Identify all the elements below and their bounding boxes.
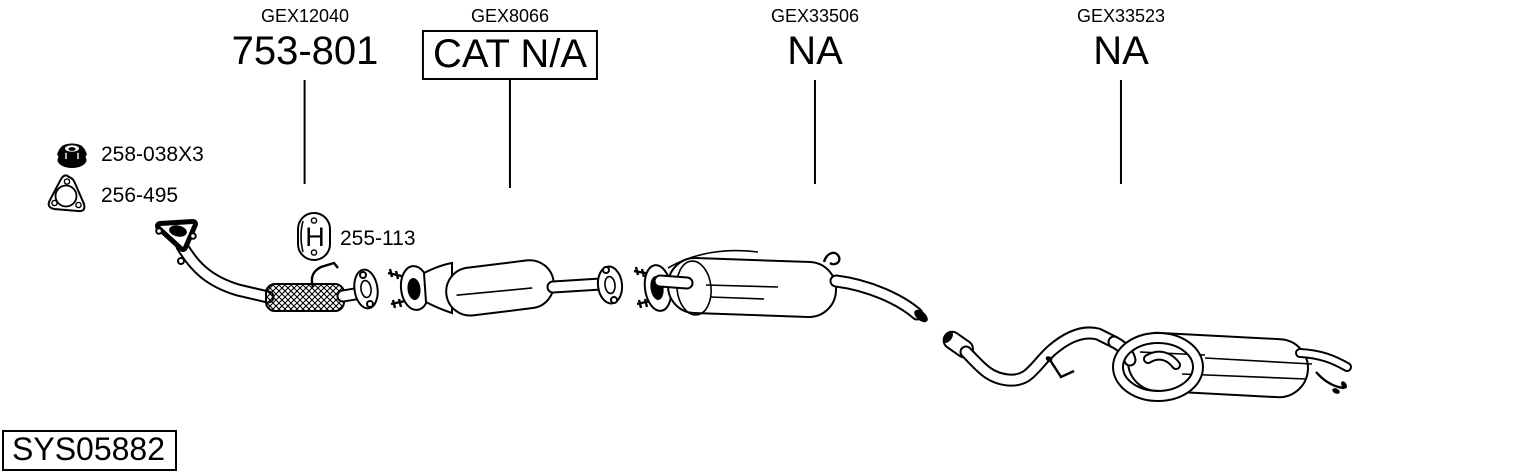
rear-muffler-inlet-ring: [1112, 332, 1204, 402]
column-gex8066: GEX8066 CAT N/A: [421, 5, 599, 188]
rear-hanger-pin: [1048, 359, 1075, 379]
part-number-label[interactable]: NA: [787, 29, 843, 73]
legend-item-gasket: 256-495: [46, 174, 178, 218]
outlet-pipe-tip: [914, 309, 928, 323]
flange-nut-icon: [57, 143, 87, 168]
hanger-bracket: [310, 261, 339, 288]
leader-line: [303, 80, 306, 184]
clamp-icon-letter: H: [305, 222, 325, 252]
leader-line: [813, 80, 816, 184]
part-number-label[interactable]: NA: [1093, 29, 1149, 73]
leader-line: [508, 80, 511, 188]
front-pipe: [155, 219, 275, 304]
gasket-icon: [47, 174, 86, 213]
flex-section: [265, 283, 368, 312]
column-gex33506: GEX33506 NA: [771, 5, 859, 184]
bolt-hole: [602, 266, 610, 274]
bolt-hole: [610, 296, 618, 304]
column-gex33523: GEX33523 NA: [1077, 5, 1165, 184]
system-code-label: SYS05882: [12, 431, 166, 467]
rear-pipe: [942, 326, 1121, 387]
part-number-label[interactable]: 753-801: [231, 29, 379, 73]
clamp-part-number[interactable]: 255-113: [340, 227, 416, 250]
part-ref-label: GEX12040: [260, 6, 350, 26]
middle-muffler: [633, 249, 928, 323]
part-ref-label: GEX8066: [470, 6, 550, 26]
front-flange-bolt-hole: [189, 232, 197, 240]
part-ref-label: GEX33523: [1076, 6, 1166, 26]
bolt-hole: [359, 271, 367, 279]
tailpipe-hanger: [1315, 371, 1345, 390]
system-code-box[interactable]: SYS05882: [2, 430, 178, 471]
column-gex12040: GEX12040 753-801: [231, 5, 379, 184]
part-ref-label: GEX33506: [770, 6, 860, 26]
clamp-icon: H: [297, 212, 331, 261]
legend-part-number[interactable]: 258-038X3: [101, 143, 204, 166]
part-number-label[interactable]: CAT N/A: [421, 30, 599, 80]
intermediate-flange: [353, 268, 379, 310]
bolt-hole: [366, 300, 374, 308]
front-flange-opening: [169, 225, 187, 237]
leader-line: [1119, 80, 1122, 184]
cat-outlet-flange: [596, 265, 624, 305]
rear-muffler: [1107, 331, 1352, 402]
legend-item-nut: 258-038X3: [56, 141, 204, 169]
front-flange-bolt-hole: [155, 227, 163, 235]
catalytic-converter: [387, 259, 624, 317]
legend-part-number[interactable]: 256-495: [101, 184, 179, 207]
muffler-hanger-hook: [822, 251, 841, 266]
